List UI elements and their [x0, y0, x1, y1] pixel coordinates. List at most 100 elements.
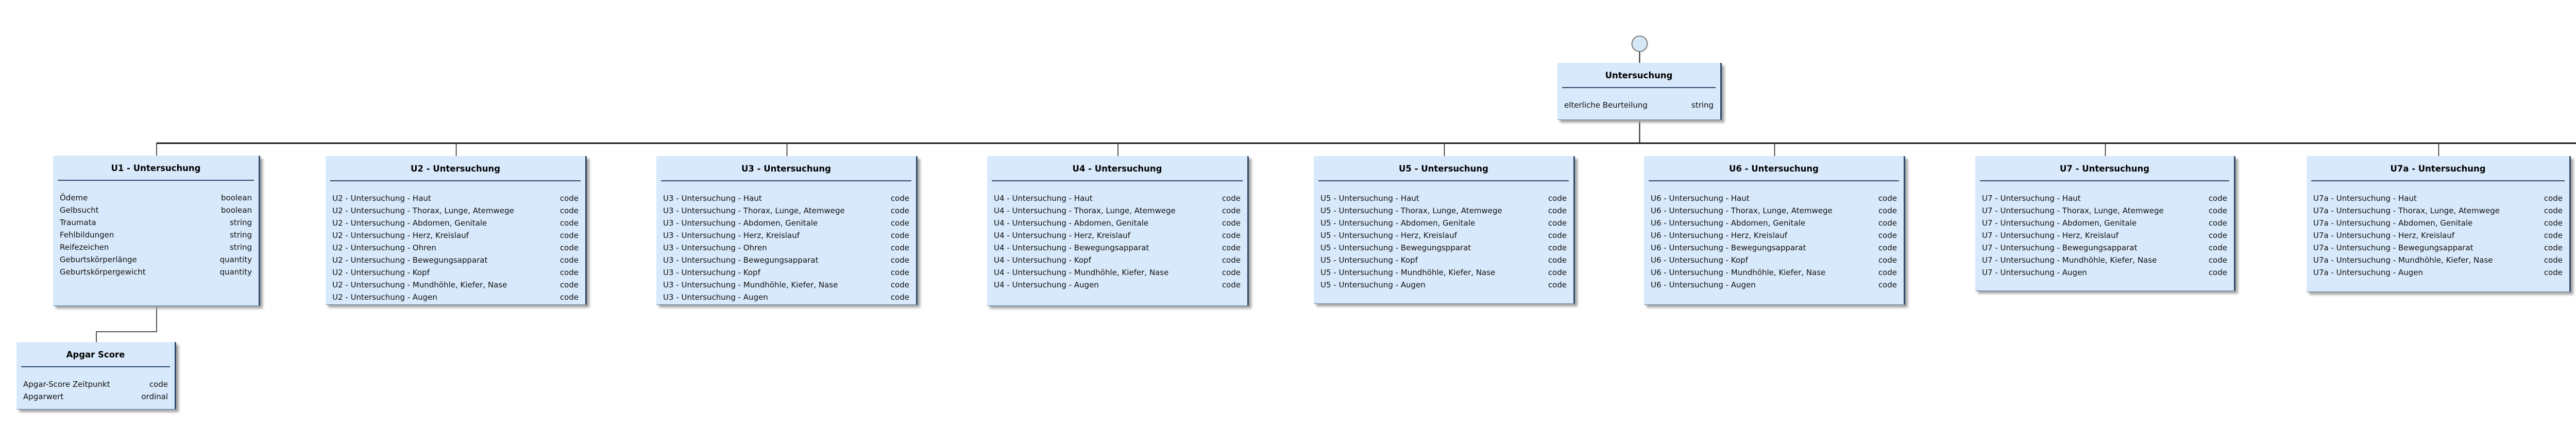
attribute-name: U7 - Untersuchung - Haut — [1982, 194, 2081, 203]
title-separator — [1562, 87, 1716, 88]
attribute-name: U2 - Untersuchung - Haut — [332, 194, 431, 203]
attribute-name: U6 - Untersuchung - Mundhöhle, Kiefer, N… — [1651, 268, 1826, 277]
u1-to-apgar-connector — [96, 306, 157, 342]
class-title: Untersuchung — [1605, 71, 1673, 80]
attribute-name: Apgarwert — [23, 392, 64, 401]
title-separator — [330, 180, 581, 181]
attribute-name: U2 - Untersuchung - Augen — [332, 293, 437, 302]
attribute-type: quantity — [219, 267, 252, 277]
attribute-name: U3 - Untersuchung - Thorax, Lunge, Atemw… — [663, 206, 845, 215]
attribute-type: code — [1222, 206, 1241, 215]
attribute-name: U7a - Untersuchung - Herz, Kreislauf — [2313, 231, 2455, 240]
attribute-name: U7 - Untersuchung - Bewegungsapparat — [1982, 243, 2138, 252]
attribute-name: U5 - Untersuchung - Haut — [1320, 194, 1419, 203]
attribute-type: code — [2208, 231, 2227, 240]
attribute-type: code — [2208, 255, 2227, 265]
attribute-name: U4 - Untersuchung - Herz, Kreislauf — [994, 231, 1130, 240]
title-separator — [661, 180, 911, 181]
attribute-type: code — [1548, 218, 1567, 228]
attribute-type: code — [560, 218, 579, 228]
attribute-type: code — [1548, 231, 1567, 240]
attribute-name: U2 - Untersuchung - Bewegungsapparat — [332, 255, 488, 265]
attribute-type: code — [1878, 255, 1897, 265]
attribute-type: boolean — [221, 206, 252, 215]
attribute-type: code — [560, 268, 579, 277]
attribute-row: U2 - Untersuchung - Thorax, Lunge, Atemw… — [332, 205, 579, 217]
attribute-name: U7a - Untersuchung - Augen — [2313, 268, 2424, 277]
attribute-name: elterliche Beurteilung — [1564, 100, 1648, 110]
attribute-type: code — [890, 255, 909, 265]
attribute-type: code — [2208, 243, 2227, 252]
attribute-name: U2 - Untersuchung - Mundhöhle, Kiefer, N… — [332, 280, 507, 289]
attribute-name: Traumata — [60, 218, 96, 227]
attribute-row: U2 - Untersuchung - Mundhöhle, Kiefer, N… — [332, 279, 579, 291]
attribute-type: code — [560, 293, 579, 302]
attribute-type: boolean — [221, 193, 252, 202]
attribute-type: code — [1548, 255, 1567, 265]
attribute-type: code — [1878, 280, 1897, 289]
attribute-type: code — [1222, 218, 1241, 228]
attribute-row: U6 - Untersuchung - Mundhöhle, Kiefer, N… — [1651, 266, 1897, 279]
attribute-type: code — [560, 243, 579, 252]
attribute-name: U4 - Untersuchung - Abdomen, Genitale — [994, 218, 1149, 228]
attribute-type: code — [2208, 194, 2227, 203]
attribute-name: U7a - Untersuchung - Mundhöhle, Kiefer, … — [2313, 255, 2493, 265]
title-separator — [2311, 180, 2565, 181]
attribute-name: U5 - Untersuchung - Mundhöhle, Kiefer, N… — [1320, 268, 1496, 277]
attribute-name: U6 - Untersuchung - Kopf — [1651, 255, 1748, 265]
attribute-row: U7 - Untersuchung - Mundhöhle, Kiefer, N… — [1982, 254, 2227, 266]
title-separator — [58, 180, 254, 181]
title-separator — [21, 366, 170, 367]
attribute-type: code — [1222, 243, 1241, 252]
attribute-type: string — [229, 230, 252, 240]
attribute-type: code — [149, 380, 168, 389]
attribute-type: code — [890, 280, 909, 289]
attribute-name: U3 - Untersuchung - Mundhöhle, Kiefer, N… — [663, 280, 838, 289]
attribute-type: string — [229, 243, 252, 252]
attribute-row: U7a - Untersuchung - Mundhöhle, Kiefer, … — [2313, 254, 2563, 266]
attribute-name: U7a - Untersuchung - Bewegungsapparat — [2313, 243, 2473, 252]
attribute-name: U6 - Untersuchung - Augen — [1651, 280, 1756, 289]
attribute-type: code — [2544, 231, 2563, 240]
attribute-name: U6 - Untersuchung - Bewegungsapparat — [1651, 243, 1806, 252]
attribute-type: code — [890, 293, 909, 302]
attribute-row: U3 - Untersuchung - Mundhöhle, Kiefer, N… — [663, 279, 909, 291]
title-separator — [1318, 180, 1569, 181]
attribute-row: U4 - Untersuchung - Abdomen, Genitale cod… — [994, 217, 1241, 229]
attribute-type: code — [560, 255, 579, 265]
attribute-row: U3 - Untersuchung - Bewegungsapparat code — [663, 254, 909, 266]
attribute-name: U7 - Untersuchung - Abdomen, Genitale — [1982, 218, 2137, 228]
attribute-name: U3 - Untersuchung - Bewegungsapparat — [663, 255, 819, 265]
attribute-type: code — [2544, 194, 2563, 203]
attribute-type: code — [560, 194, 579, 203]
attribute-type: code — [2544, 206, 2563, 215]
